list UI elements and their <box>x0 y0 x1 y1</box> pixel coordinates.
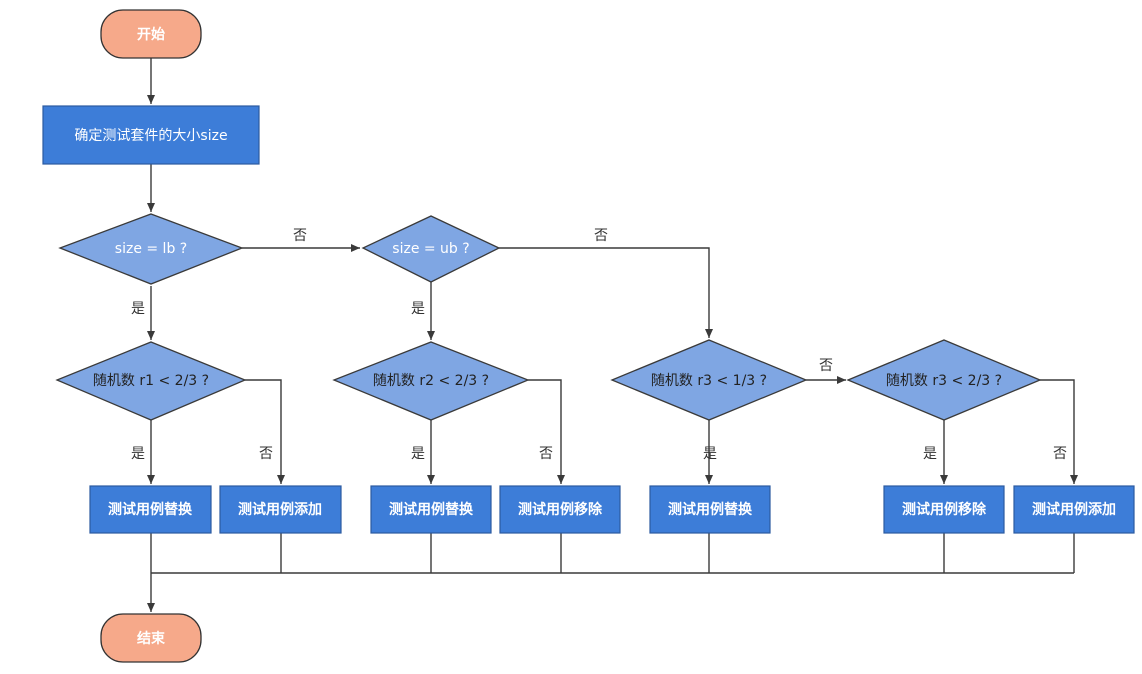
end-shape <box>100 613 202 663</box>
decision-shape <box>846 339 1042 421</box>
connectors <box>147 58 1078 612</box>
start-shape <box>100 9 202 59</box>
decision-shape <box>55 341 247 421</box>
process-label: 确定测试套件的大小size <box>74 128 227 144</box>
edge-ub-no <box>499 247 713 338</box>
label-ub-yes: 是 <box>411 301 425 317</box>
edge-r3b-no <box>1040 379 1078 484</box>
action-replace-2: 测试用例替换 <box>370 485 492 534</box>
decision-shape <box>610 339 808 421</box>
start-node: 开始 <box>100 9 202 59</box>
label-lb-yes: 是 <box>131 301 145 317</box>
edge-labels: 否 否 是 是 是 否 是 否 是 否 是 否 <box>131 228 1067 462</box>
decision-size-ub: size = ub ? <box>361 215 501 283</box>
start-label: 开始 <box>137 26 165 43</box>
action-label: 测试用例替换 <box>668 501 753 518</box>
end-node: 结束 <box>100 613 202 663</box>
edge-r2-no <box>528 379 565 484</box>
action-shape <box>89 485 212 534</box>
label-lb-no: 否 <box>293 228 307 244</box>
decision-r2: 随机数 r2 < 2/3 ? <box>332 341 530 421</box>
decision-label: size = ub ? <box>392 241 469 257</box>
label-r3b-yes: 是 <box>923 446 937 462</box>
action-shape <box>649 485 771 534</box>
decision-label: 随机数 r1 < 2/3 ? <box>93 373 209 389</box>
action-label: 测试用例替换 <box>389 501 474 518</box>
action-replace-1: 测试用例替换 <box>89 485 212 534</box>
action-label: 测试用例添加 <box>1032 501 1116 518</box>
label-ub-no: 否 <box>594 228 608 244</box>
decision-label: 随机数 r3 < 1/3 ? <box>651 373 767 389</box>
end-label: 结束 <box>137 630 166 647</box>
decision-shape <box>332 341 530 421</box>
decision-size-lb: size = lb ? <box>58 213 244 285</box>
label-r3a-no: 否 <box>819 358 833 374</box>
action-remove-2: 测试用例移除 <box>883 485 1005 534</box>
label-r3b-no: 否 <box>1053 446 1067 462</box>
label-r1-no: 否 <box>259 446 273 462</box>
action-label: 测试用例替换 <box>108 501 193 518</box>
label-r1-yes: 是 <box>131 446 145 462</box>
action-label: 测试用例移除 <box>902 501 987 518</box>
action-label: 测试用例添加 <box>238 501 322 518</box>
process-determine-size: 确定测试套件的大小size <box>42 105 260 165</box>
action-label: 测试用例移除 <box>518 501 603 518</box>
decision-shape <box>58 213 244 285</box>
action-shape <box>883 485 1005 534</box>
decision-r3b: 随机数 r3 < 2/3 ? <box>846 339 1042 421</box>
action-remove-1: 测试用例移除 <box>499 485 621 534</box>
decision-label: size = lb ? <box>115 241 187 257</box>
label-r2-yes: 是 <box>411 446 425 462</box>
decision-label: 随机数 r3 < 2/3 ? <box>886 373 1002 389</box>
decision-shape <box>361 215 501 283</box>
action-replace-3: 测试用例替换 <box>649 485 771 534</box>
action-shape <box>1013 485 1135 534</box>
action-shape <box>499 485 621 534</box>
action-add-1: 测试用例添加 <box>219 485 342 534</box>
action-add-2: 测试用例添加 <box>1013 485 1135 534</box>
label-r3a-yes: 是 <box>703 446 717 462</box>
action-shape <box>219 485 342 534</box>
edge-r1-no <box>245 379 285 484</box>
decision-r3a: 随机数 r3 < 1/3 ? <box>610 339 808 421</box>
label-r2-no: 否 <box>539 446 553 462</box>
decision-label: 随机数 r2 < 2/3 ? <box>373 373 489 389</box>
process-shape <box>42 105 260 165</box>
decision-r1: 随机数 r1 < 2/3 ? <box>55 341 247 421</box>
action-shape <box>370 485 492 534</box>
